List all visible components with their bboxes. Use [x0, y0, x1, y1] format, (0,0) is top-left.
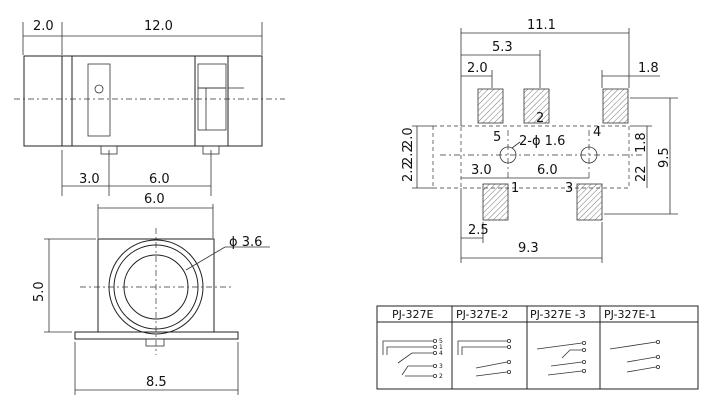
pcb-dim-left-2-0: 2.0 [401, 127, 416, 148]
pcb-dim-9-3: 9.3 [518, 241, 539, 256]
pcb-dim-1-8-top: 1.8 [638, 61, 659, 76]
pcb-dim-9-5: 9.5 [657, 147, 672, 168]
front-dim-6-0: 6.0 [144, 192, 165, 207]
pin-label-5: 5 [493, 130, 501, 145]
front-dim-diameter: ϕ 3.6 [229, 235, 262, 250]
side-dim-12-0: 12.0 [144, 19, 173, 34]
table-header-pj-327e-2: PJ-327E-2 [456, 308, 508, 321]
pcb-dim-22: 22 [634, 165, 649, 182]
front-dim-8-5: 8.5 [146, 375, 167, 390]
pin-3-label: 3 [439, 363, 443, 370]
side-dim-2-0: 2.0 [33, 19, 54, 34]
side-dim-6-0: 6.0 [149, 172, 170, 187]
schematic-pj-327e: 5 1 4 3 2 [382, 338, 443, 380]
pin-5-label: 5 [439, 338, 443, 345]
side-view: 2.0 12.0 3.0 6.0 [14, 19, 285, 196]
pcb-dim-2-5: 2.5 [468, 223, 489, 238]
table-header-pj-327e-3: PJ-327E -3 [530, 308, 586, 321]
pcb-dim-3-0: 3.0 [471, 163, 492, 178]
pcb-dim-left-2-2b: 2.2 [401, 161, 416, 182]
table-header-pj-327e-1: PJ-327E-1 [604, 308, 656, 321]
front-dim-5-0: 5.0 [32, 281, 47, 302]
pin-4-label: 4 [439, 350, 443, 357]
schematic-pj-327e-1 [609, 339, 661, 373]
pcb-layout: 11.1 5.3 2.0 1.8 1 2 3 4 5 [401, 18, 678, 263]
pcb-dim-hole: 2-ϕ 1.6 [519, 134, 565, 149]
schematic-pj-327e-2 [457, 338, 511, 377]
side-dim-3-0: 3.0 [79, 172, 100, 187]
pcb-dim-2-0-top: 2.0 [467, 61, 488, 76]
pcb-dim-5-3: 5.3 [492, 40, 513, 55]
pin-label-1: 1 [511, 181, 519, 196]
pcb-dim-11-1: 11.1 [527, 18, 556, 33]
pcb-dim-6-0: 6.0 [537, 163, 558, 178]
pin-label-3: 3 [565, 181, 573, 196]
table-header-pj-327e: PJ-327E [392, 308, 433, 321]
pin-label-4: 4 [593, 125, 601, 140]
pin-label-2: 2 [536, 111, 544, 126]
front-view: 6.0 ϕ 3.6 5.0 8.5 [32, 192, 270, 395]
pcb-dim-left-2-2: 2.2 [401, 144, 416, 165]
pin-2-label: 2 [439, 373, 443, 380]
pcb-dim-1-8-right: 1.8 [634, 132, 649, 153]
variant-table: PJ-327E PJ-327E-2 PJ-327E -3 PJ-327E-1 5… [376, 305, 699, 390]
pin-1-label: 1 [439, 344, 443, 351]
schematic-pj-327e-3 [536, 340, 587, 376]
